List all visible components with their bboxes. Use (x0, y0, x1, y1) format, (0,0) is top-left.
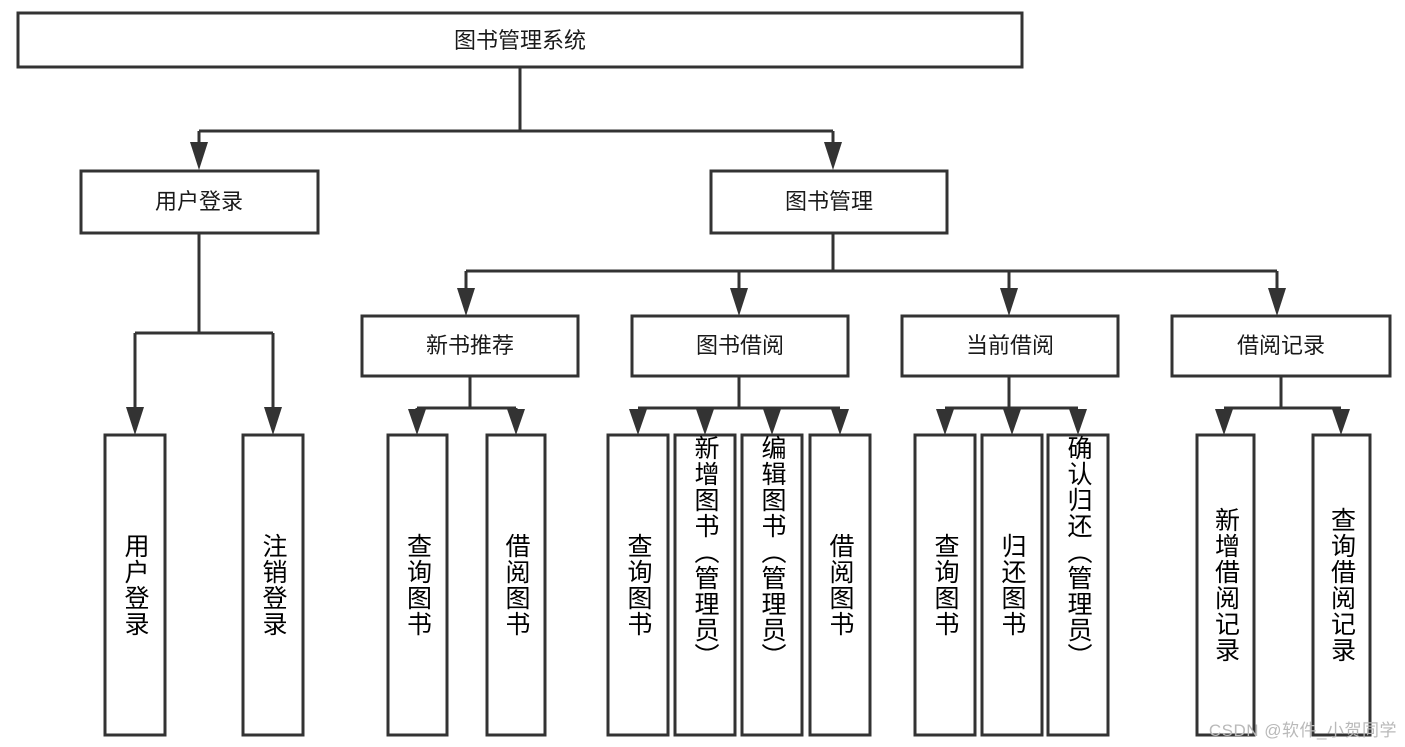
node-borrow-record-label: 借阅记录 (1237, 333, 1325, 358)
leaf-box-br-query[interactable] (1311, 433, 1372, 737)
node-new-book-box[interactable] (360, 314, 580, 378)
arrowhead-bb-leaf4 (831, 409, 849, 435)
leaf-box-bb-edit[interactable] (740, 433, 804, 737)
node-current-borrow-box[interactable] (900, 314, 1120, 378)
leaf-box-bb-borrow[interactable] (808, 433, 872, 737)
arrowhead-br-leaf1 (1215, 409, 1233, 435)
node-root-box[interactable] (16, 11, 1024, 69)
arrowhead-user-login (190, 142, 208, 170)
arrowhead-bb-leaf2 (696, 409, 714, 435)
arrowhead-bb-leaf3 (763, 409, 781, 435)
arrowhead-new-book (457, 288, 475, 316)
leaf-box-nb-borrow[interactable] (485, 433, 547, 737)
connectors-new-book-to-leaves (408, 376, 525, 435)
arrowhead-cb-leaf1 (936, 409, 954, 435)
leaf-box-user-login[interactable] (103, 433, 167, 737)
node-root-label: 图书管理系统 (454, 28, 586, 53)
leaf-box-cb-query[interactable] (913, 433, 977, 737)
connectors-borrow-record-to-leaves (1215, 376, 1350, 435)
arrowhead-cb-leaf3 (1069, 409, 1087, 435)
watermark-text: CSDN @软件_小贺同学 (1208, 721, 1397, 740)
leaf-box-cb-return[interactable] (980, 433, 1044, 737)
connectors-book-borrow-to-leaves (629, 376, 849, 435)
leaf-box-logout[interactable] (241, 433, 305, 737)
leaf-box-br-add[interactable] (1195, 433, 1256, 737)
arrowhead-book-borrow (730, 288, 748, 316)
arrowhead-borrow-record (1268, 288, 1286, 316)
arrowhead-bb-leaf1 (629, 409, 647, 435)
connectors-current-borrow-to-leaves (936, 376, 1087, 435)
arrowhead-br-leaf2 (1332, 409, 1350, 435)
node-book-borrow-box[interactable] (630, 314, 850, 378)
node-book-mgmt-label: 图书管理 (785, 189, 873, 214)
connectors-book-mgmt-to-level2 (457, 233, 1286, 316)
arrowhead-nb-leaf2 (507, 409, 525, 435)
node-book-mgmt-box[interactable] (709, 169, 949, 235)
arrowhead-book-mgmt (824, 142, 842, 170)
node-user-login-label: 用户登录 (155, 189, 243, 214)
arrowhead-leaf-user-login (126, 407, 144, 435)
connectors-root-to-level1 (190, 68, 842, 170)
leaf-box-bb-add[interactable] (673, 433, 737, 737)
leaf-box-bb-query[interactable] (606, 433, 670, 737)
arrowhead-leaf-logout (264, 407, 282, 435)
node-borrow-record-box[interactable] (1170, 314, 1392, 378)
node-new-book-label: 新书推荐 (426, 333, 514, 358)
arrowhead-current-borrow (1000, 288, 1018, 316)
connectors-user-login-to-leaves (126, 233, 282, 435)
leaf-box-nb-query[interactable] (386, 433, 449, 737)
node-user-login-box[interactable] (79, 169, 320, 235)
leaf-box-cb-confirm[interactable] (1046, 433, 1110, 737)
node-book-borrow-label: 图书借阅 (696, 333, 784, 358)
node-current-borrow-label: 当前借阅 (966, 333, 1054, 358)
arrowhead-nb-leaf1 (408, 409, 426, 435)
arrowhead-cb-leaf2 (1003, 409, 1021, 435)
